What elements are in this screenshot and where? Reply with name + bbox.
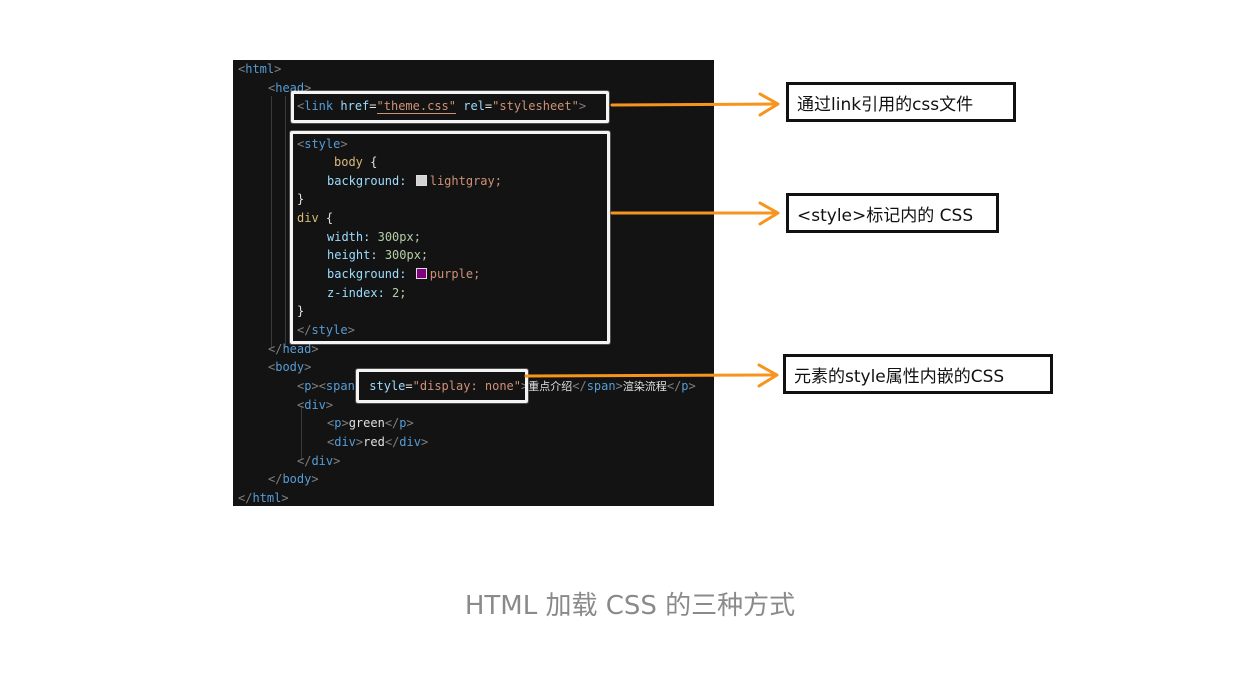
- link-highlight-box: [291, 91, 609, 123]
- code-line: </style>: [297, 323, 355, 337]
- callout-style-css: <style>标记内的 CSS: [786, 193, 999, 233]
- arrowhead-style: [758, 201, 780, 226]
- code-line: <div>: [297, 398, 334, 412]
- code-line: <p>green</p>: [327, 416, 414, 430]
- indent-guide: [271, 96, 272, 348]
- code-line: <div>red</div>: [327, 435, 429, 449]
- code-line: background: lightgray;: [327, 174, 502, 188]
- indent-guide: [285, 96, 286, 348]
- code-line: <html>: [238, 62, 282, 76]
- code-line: <link href="theme.css" rel="stylesheet">: [297, 99, 587, 114]
- code-line: <body>: [268, 360, 312, 374]
- code-line: background: purple;: [327, 267, 481, 281]
- code-line: <style>: [297, 137, 348, 151]
- inline-style-highlight-box: [356, 369, 528, 403]
- code-line: width: 300px;: [327, 230, 421, 244]
- code-line: <p><span style="display: none">重点介绍</spa…: [297, 379, 696, 393]
- code-line: div {: [297, 211, 334, 225]
- lightgray-swatch: [415, 175, 427, 186]
- code-line: </html>: [238, 491, 289, 505]
- indent-guide: [301, 406, 302, 460]
- arrowhead-inline: [757, 363, 779, 388]
- code-line: }: [297, 192, 305, 206]
- code-line: z-index: 2;: [327, 286, 407, 300]
- callout-inline-css-text: 元素的style属性内嵌的CSS: [794, 366, 1005, 387]
- purple-swatch: [415, 268, 427, 279]
- style-highlight-box: [290, 131, 610, 344]
- callout-link-css-text: 通过link引用的css文件: [797, 94, 974, 115]
- code-editor: <html> <head> <link href="theme.css" rel…: [233, 60, 714, 506]
- code-line: height: 300px;: [327, 248, 429, 262]
- code-line: </head>: [268, 342, 319, 356]
- callout-inline-css: 元素的style属性内嵌的CSS: [783, 354, 1053, 394]
- code-line: </div>: [297, 454, 341, 468]
- callout-style-css-text: <style>标记内的 CSS: [797, 205, 974, 226]
- code-line: }: [297, 304, 305, 318]
- figure-caption: HTML 加载 CSS 的三种方式: [464, 591, 796, 621]
- code-line: body {: [334, 155, 378, 169]
- callout-link-css: 通过link引用的css文件: [786, 82, 1016, 122]
- code-line: </body>: [268, 472, 319, 486]
- arrowhead-link: [758, 92, 780, 117]
